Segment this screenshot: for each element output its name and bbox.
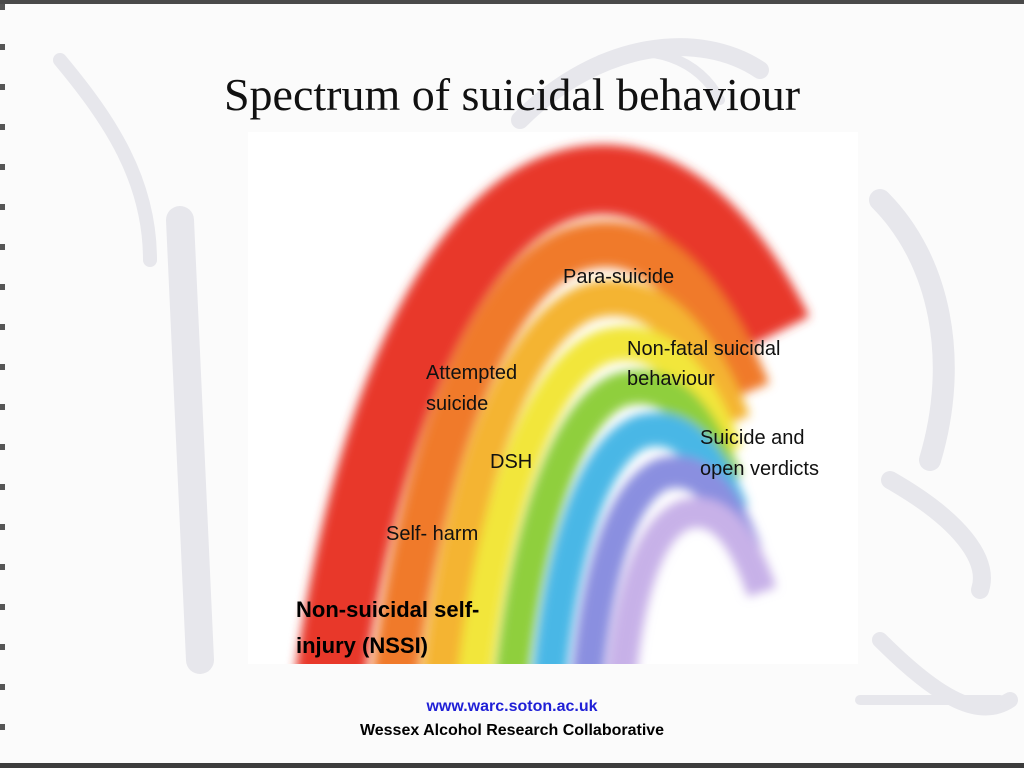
label-non-fatal-suicidal-line2: behaviour [627,368,715,390]
label-suicide-open-verdicts-line2: open verdicts [700,458,819,480]
label-attempted-suicide-line2: suicide [426,393,489,415]
left-edge-pattern [0,4,5,763]
label-non-fatal-suicidal-line1: Non-fatal suicidal [627,338,781,360]
label-dsh: DSH [490,451,533,473]
label-nssi-line1: Non-suicidal self- [296,597,480,622]
label-attempted-suicide-line1: Attempted [426,362,518,384]
bottom-border [0,763,1024,768]
label-self-harm: Self- harm [386,523,479,545]
rainbow-illustration [248,132,858,664]
footer-organization: Wessex Alcohol Research Collaborative [359,722,665,739]
footer-website-link[interactable]: www.warc.soton.ac.uk [426,698,598,715]
label-para-suicide: Para-suicide [563,266,675,288]
label-nssi-line2: injury (NSSI) [296,633,429,658]
slide-title: Spectrum of suicidal behaviour [223,69,801,120]
top-border [0,0,1024,4]
label-suicide-open-verdicts-line1: Suicide and [700,427,805,449]
